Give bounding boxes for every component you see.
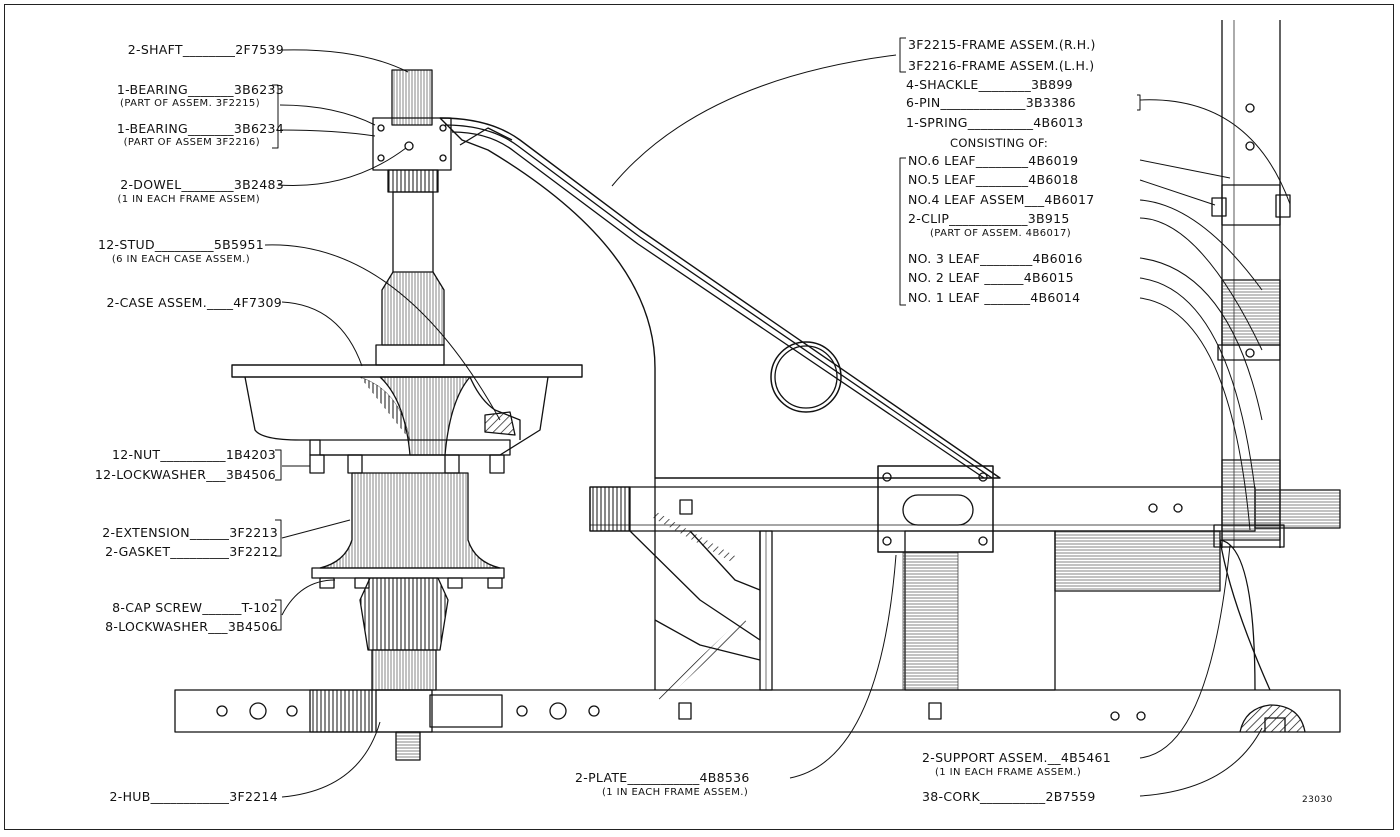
label-consisting-of: CONSISTING OF: bbox=[950, 136, 1049, 150]
leader-lines bbox=[264, 49, 1291, 798]
label-leaf-3: NO. 3 LEAF________4B6016 bbox=[908, 251, 1083, 266]
label-leaf-1: NO. 1 LEAF _______4B6014 bbox=[908, 290, 1081, 305]
label-support-assem: 2-SUPPORT ASSEM.__4B5461 bbox=[922, 750, 1111, 765]
label-lockwasher-8: 8-LOCKWASHER___3B4506 bbox=[105, 619, 278, 634]
label-gasket: 2-GASKET_________3F2212 bbox=[105, 544, 278, 559]
label-nut: 12-NUT__________1B4203 bbox=[112, 447, 276, 462]
label-dowel: 2-DOWEL________3B2483 bbox=[120, 177, 284, 192]
frame-casting bbox=[439, 117, 1001, 690]
label-leaf-6: NO.6 LEAF________4B6019 bbox=[908, 153, 1079, 168]
label-spring: 1-SPRING__________4B6013 bbox=[906, 115, 1084, 130]
label-support-assem-note: (1 IN EACH FRAME ASSEM.) bbox=[935, 767, 1082, 778]
label-clip-note: (PART OF ASSEM. 4B6017) bbox=[930, 228, 1072, 239]
label-bearing-3b6234-note: (PART OF ASSEM 3F2216) bbox=[123, 137, 260, 148]
label-clip: 2-CLIP____________3B915 bbox=[908, 211, 1070, 226]
case-assembly bbox=[231, 364, 583, 474]
label-cap-screw: 8-CAP SCREW______T-102 bbox=[112, 600, 278, 615]
spring-bracket bbox=[1211, 20, 1291, 548]
label-bearing-3b6233: 1-BEARING_______3B6233 bbox=[116, 82, 284, 97]
label-case-assem: 2-CASE ASSEM.____4F7309 bbox=[106, 295, 282, 310]
figure-number: 23030 bbox=[1302, 795, 1333, 805]
label-stud-note: (6 IN EACH CASE ASSEM.) bbox=[111, 254, 250, 265]
label-extension: 2-EXTENSION______3F2213 bbox=[102, 525, 278, 540]
label-leaf-4: NO.4 LEAF ASSEM___4B6017 bbox=[908, 192, 1095, 207]
plate bbox=[877, 465, 994, 691]
label-lockwasher-12: 12-LOCKWASHER___3B4506 bbox=[94, 467, 276, 482]
label-bearing-3b6233-note: (PART OF ASSEM. 3F2215) bbox=[120, 98, 260, 109]
label-cork: 38-CORK__________2B7559 bbox=[922, 789, 1096, 804]
label-shaft: 2-SHAFT________2F7539 bbox=[127, 42, 284, 57]
label-dowel-note: (1 IN EACH FRAME ASSEM) bbox=[117, 194, 260, 205]
drawing-border bbox=[4, 4, 1394, 830]
shaft-assembly bbox=[372, 69, 452, 366]
label-pin: 6-PIN_____________3B3386 bbox=[906, 95, 1076, 110]
label-shackle: 4-SHACKLE________3B899 bbox=[906, 77, 1073, 92]
extension bbox=[311, 472, 505, 589]
label-bearing-3b6234: 1-BEARING_______3B6234 bbox=[116, 121, 284, 136]
lower-rail bbox=[174, 689, 1341, 733]
label-frame-rh: 3F2215-FRAME ASSEM.(R.H.) bbox=[908, 37, 1096, 52]
label-leaf-2: NO. 2 LEAF ______4B6015 bbox=[908, 270, 1074, 285]
label-frame-lh: 3F2216-FRAME ASSEM.(L.H.) bbox=[908, 58, 1095, 73]
frame-web bbox=[629, 511, 1271, 703]
hub bbox=[359, 577, 449, 761]
label-leaf-5: NO.5 LEAF________4B6018 bbox=[908, 172, 1079, 187]
label-hub: 2-HUB____________3F2214 bbox=[109, 789, 278, 804]
label-stud: 12-STUD_________5B5951 bbox=[98, 237, 264, 252]
label-plate: 2-PLATE___________4B8536 bbox=[575, 770, 750, 785]
label-plate-note: (1 IN EACH FRAME ASSEM.) bbox=[602, 787, 749, 798]
label-brackets bbox=[272, 37, 1141, 631]
